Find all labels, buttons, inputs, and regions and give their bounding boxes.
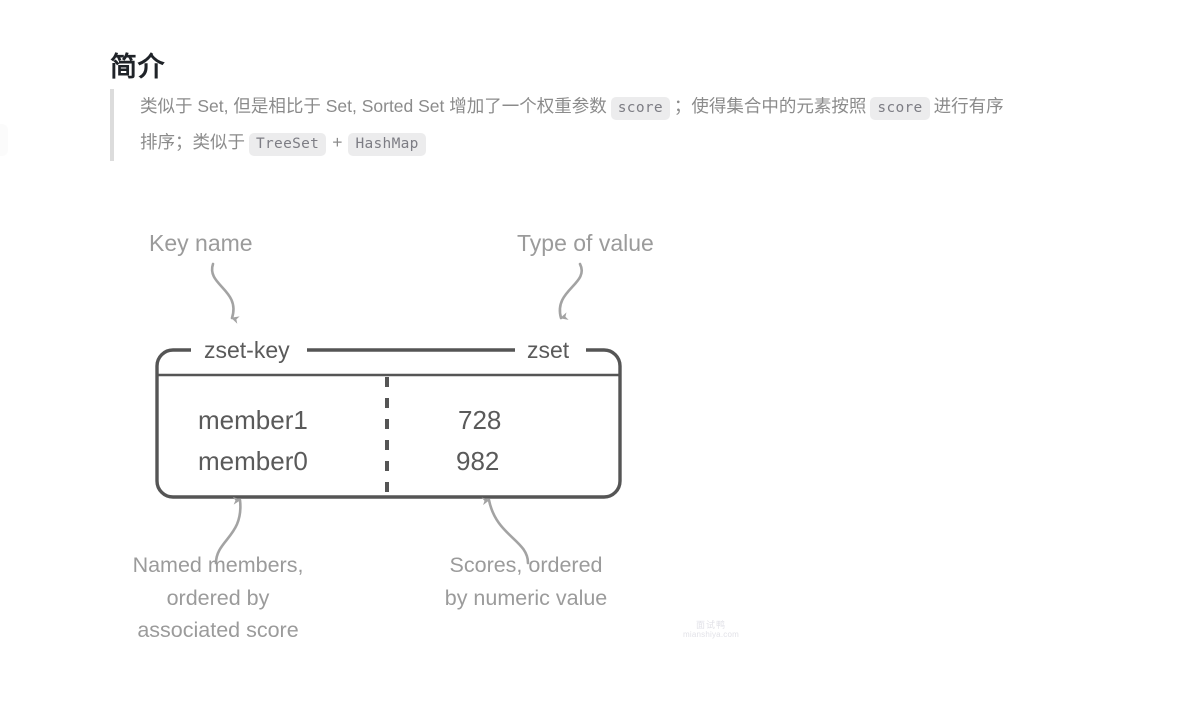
zset-key-tag: zset-key	[196, 337, 298, 364]
code-pill-treeset: TreeSet	[249, 133, 327, 156]
table-row-member-0: member1	[198, 405, 308, 435]
arrow-named-members	[214, 496, 242, 565]
table-row-score-0: 728	[458, 405, 502, 435]
caption-scores: Scores, ordered by numeric value	[414, 549, 638, 614]
page-title: 简介	[110, 52, 165, 83]
code-pill-score-1: score	[610, 97, 670, 120]
watermark: 面试鸭 mianshiya.com	[676, 620, 746, 640]
arrow-key-name	[210, 262, 240, 324]
caption-named-members-line-2: ordered by	[166, 585, 270, 610]
blockquote-line-1: 类似于 Set, 但是相比于 Set, Sorted Set 增加了一个权重参数…	[140, 89, 1145, 125]
arrow-scores	[481, 497, 530, 565]
caption-named-members-line-3: associated score	[137, 618, 299, 642]
blockquote-line1-part1: 类似于 Set, 但是相比于 Set, Sorted Set 增加了一个权重参数	[140, 96, 607, 116]
caption-scores-line-1: Scores, ordered	[449, 553, 603, 577]
caption-named-members: Named members, ordered by associated sco…	[104, 549, 332, 647]
label-type-of-value: Type of value	[517, 230, 654, 256]
watermark-name: 面试鸭	[695, 620, 726, 630]
code-pill-hashmap: HashMap	[348, 133, 426, 156]
code-pill-score-2: score	[870, 97, 930, 120]
zset-box-outline	[155, 348, 622, 499]
table-row-member-1: member0	[198, 446, 308, 476]
watermark-url: mianshiya.com	[683, 630, 739, 640]
blockquote-line1-part3: 进行有序	[933, 96, 1004, 116]
label-key-name: Key name	[149, 230, 253, 256]
table-row-score-1: 982	[456, 446, 500, 476]
zset-type-tag: zset	[519, 337, 578, 364]
caption-scores-line-2: by numeric value	[444, 585, 608, 610]
arrow-type-of-value	[558, 262, 583, 320]
blockquote-line1-part2: ；使得集合中的元素按照	[673, 96, 867, 116]
left-edge-stub	[0, 124, 8, 156]
plus-sign: +	[332, 132, 343, 152]
intro-blockquote: 类似于 Set, 但是相比于 Set, Sorted Set 增加了一个权重参数…	[110, 89, 1145, 161]
blockquote-line2-part1: 排序；类似于	[140, 132, 245, 152]
caption-named-members-line-1: Named members,	[132, 553, 304, 577]
